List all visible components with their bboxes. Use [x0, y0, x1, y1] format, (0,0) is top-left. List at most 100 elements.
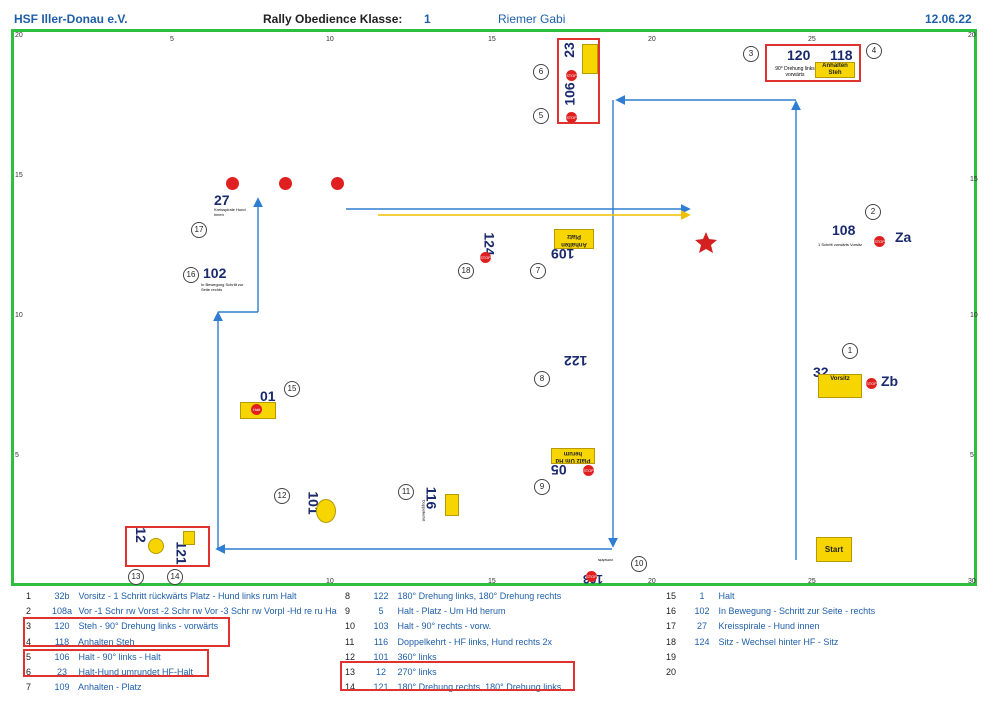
legend-number: 4 [26, 636, 32, 647]
legend-number: 5 [26, 651, 32, 662]
class-value: 1 [424, 12, 431, 26]
stop-icon: STOP [866, 378, 877, 389]
tick: 15 [488, 36, 496, 43]
legend-row: 19 [666, 652, 716, 662]
legend-code: 118 [54, 636, 70, 647]
legend-code: 12 [375, 667, 386, 677]
sign-text: In Bewegung Schritt zur Seite rechts [201, 282, 244, 292]
legend-number: 17 [666, 621, 677, 632]
legend-number: 8 [345, 591, 351, 601]
stop-icon: Halt [251, 404, 262, 415]
legend-text: Halt-Hund umrundet HF-Halt [76, 667, 194, 677]
sign-text: 90° Drehung links vorwärts [775, 66, 815, 78]
station-marker-10: 10 [631, 556, 647, 572]
legend-text: Doppelkehrt - HF links, Hund rechts 2x [395, 636, 553, 647]
legend-code: 103 [373, 621, 389, 632]
station-marker-7: 7 [530, 263, 546, 279]
tick: 5 [170, 36, 174, 43]
legend-text: Halt [716, 591, 735, 601]
tick: 5 [970, 452, 974, 459]
tick: 10 [970, 312, 978, 319]
legend-number: 7 [26, 682, 32, 693]
legend-number: 1 [26, 591, 32, 601]
sign-text: Kreisspirale Hund innen [214, 207, 246, 217]
legend-code: 122 [373, 591, 389, 601]
tick: 25 [808, 578, 816, 585]
legend-row: 20 [666, 667, 716, 677]
sign-text: Vorsitz [830, 376, 850, 382]
legend-row: 17 27 Kreisspirale - Hund innen [666, 621, 820, 631]
highlight-box [557, 38, 600, 124]
station-marker-12: 12 [274, 488, 290, 504]
page-title: Rally Obedience Klasse: [263, 12, 403, 26]
highlight-box [23, 649, 209, 677]
legend-number: 16 [666, 606, 677, 617]
club-name: HSF Iller-Donau e.V. [14, 12, 128, 26]
stop-icon: STOP [566, 112, 577, 123]
legend-text: Vor -1 Schr rw Vorst -2 Schr rw Vor -3 S… [76, 606, 337, 617]
station-marker-16: 16 [183, 267, 199, 283]
legend-row: 13 12 270° links [345, 667, 437, 677]
legend-code: 121 [373, 682, 389, 693]
station-number: 106 [561, 82, 578, 106]
legend-text: Vorsitz - 1 Schritt rückwärts Platz - Hu… [76, 591, 297, 601]
stop-icon: STOP [586, 571, 597, 582]
station-marker-15: 15 [284, 381, 300, 397]
station-aux: Za [895, 229, 912, 245]
legend-code: 32b [54, 591, 70, 601]
legend-number: 13 [345, 667, 356, 677]
tick: 25 [808, 36, 816, 43]
legend-code: 5 [378, 606, 384, 617]
tick: 30 [968, 578, 976, 585]
sign-anhalten-steh: Anhalten Steh [815, 62, 855, 78]
legend-number: 18 [666, 636, 677, 647]
legend-text: Kreisspirale - Hund innen [716, 621, 820, 632]
sign-text: Doppelkehrt [421, 499, 427, 522]
tick: 10 [15, 312, 23, 319]
tick: 15 [488, 578, 496, 585]
legend-row: 7 109 Anhalten - Platz [26, 682, 142, 692]
station-marker-6: 6 [533, 64, 549, 80]
station-number: 109 [551, 246, 575, 262]
course-area [11, 29, 977, 586]
legend-code: 101 [373, 651, 389, 662]
station-marker-14: 14 [167, 569, 183, 585]
legend-code: 27 [696, 621, 707, 632]
tick: 5 [15, 452, 19, 459]
legend-code: 109 [54, 682, 70, 693]
legend-number: 20 [666, 667, 677, 677]
tick: 20 [968, 32, 976, 39]
legend-number: 15 [666, 591, 677, 601]
date: 12.06.22 [925, 12, 972, 26]
legend-number: 3 [26, 621, 32, 632]
highlight-box [340, 661, 575, 691]
tick: 20 [648, 36, 656, 43]
legend-text: Halt - 90° links - Halt [76, 651, 161, 662]
legend-code: 102 [694, 606, 710, 617]
sign-icon [183, 531, 195, 545]
highlight-box [125, 526, 210, 567]
legend-text: 360° links [395, 651, 437, 662]
station-marker-9: 9 [534, 479, 550, 495]
cone-marker [331, 177, 344, 190]
legend-text: Steh - 90° Drehung links - vorwärts [76, 621, 219, 632]
station-marker-4: 4 [866, 43, 882, 59]
legend-number: 10 [345, 621, 356, 632]
station-marker-1: 1 [842, 343, 858, 359]
rotation-icon [316, 499, 336, 523]
legend-text: Anhalten - Platz [76, 682, 142, 693]
station-marker-3: 3 [743, 46, 759, 62]
tick: 15 [970, 176, 978, 183]
station-marker-5: 5 [533, 108, 549, 124]
legend-text: 270° links [395, 667, 437, 677]
